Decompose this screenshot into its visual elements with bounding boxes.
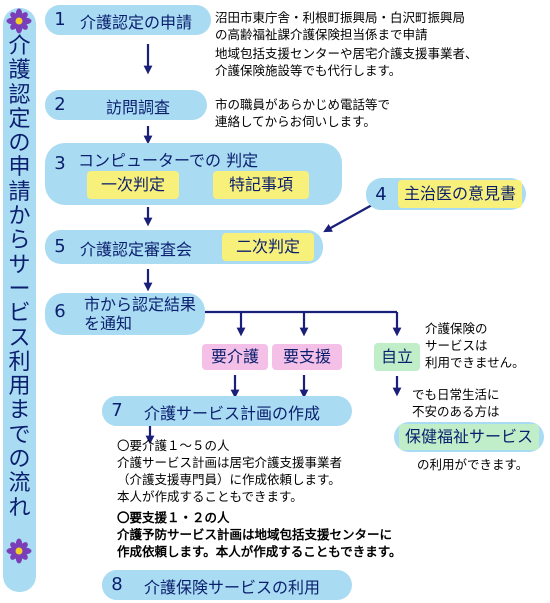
step-7-number: 7: [102, 396, 132, 426]
primary-judgment-tag: 一次判定: [87, 171, 179, 199]
result-independent-tag: 自立: [374, 343, 420, 371]
welfare-note: の利用ができます。: [417, 457, 529, 472]
secondary-judgment-tag: 二次判定: [222, 233, 314, 261]
step-5-number: 5: [45, 232, 75, 262]
flower-icon: [6, 8, 32, 34]
step-7-label: 介護サービス計画の作成: [144, 404, 321, 423]
welfare-service-tag: 保健福祉サービス: [399, 424, 539, 450]
step-3-number: 3: [45, 149, 75, 179]
special-notes-tag: 特記事項: [213, 171, 309, 199]
step-7-pill: [102, 396, 352, 426]
step-1-label: 介護認定の申請: [80, 13, 193, 32]
independent-note: 介護保険の サービスは 利用できません。: [425, 321, 525, 370]
step-6-number: 6: [45, 297, 75, 327]
result-support-tag: 要支援: [272, 344, 342, 370]
page-title: 介護認定の申請からサービス利用までの流れ: [8, 34, 31, 521]
step-2-label: 訪問調査: [106, 98, 171, 117]
step-8-label: 介護保険サービスの利用: [144, 578, 321, 597]
sidebar: [3, 8, 36, 592]
result-care-tag: 要介護: [202, 344, 268, 370]
step-8-number: 8: [102, 570, 132, 600]
step-7-note-support: 〇要支援１・２の人 介護予防サービス計画は地域包括支援センターに 作成依頼します…: [117, 510, 402, 559]
flower-icon: [6, 538, 32, 564]
step-5-label: 介護認定審査会: [80, 240, 193, 259]
daily-life-note: でも日常生活に 不安のある方は: [412, 387, 500, 419]
step-3-label: コンピューターでの 判定: [78, 151, 259, 170]
step-2-number: 2: [45, 90, 75, 120]
step-7-note-care: 〇要介護１～５の人 介護サービス計画は居宅介護支援事業者 （介護支援専門員）に作…: [117, 438, 343, 504]
step-2-note: 市の職員があらかじめ電話等で 連絡してからお伺いします。: [215, 97, 391, 129]
doctor-opinion-tag: 主治医の意見書: [398, 180, 522, 208]
step-1-note: 沼田市東庁舎・利根町振興局・白沢町振興局 の高齢福祉課介護保険担当係まで申請 地…: [215, 10, 478, 78]
step-6-label: 市から認定結果 を通知: [84, 295, 197, 333]
step-4-number: 4: [366, 180, 396, 210]
step-8-pill: [102, 570, 352, 600]
step-1-number: 1: [45, 5, 75, 35]
